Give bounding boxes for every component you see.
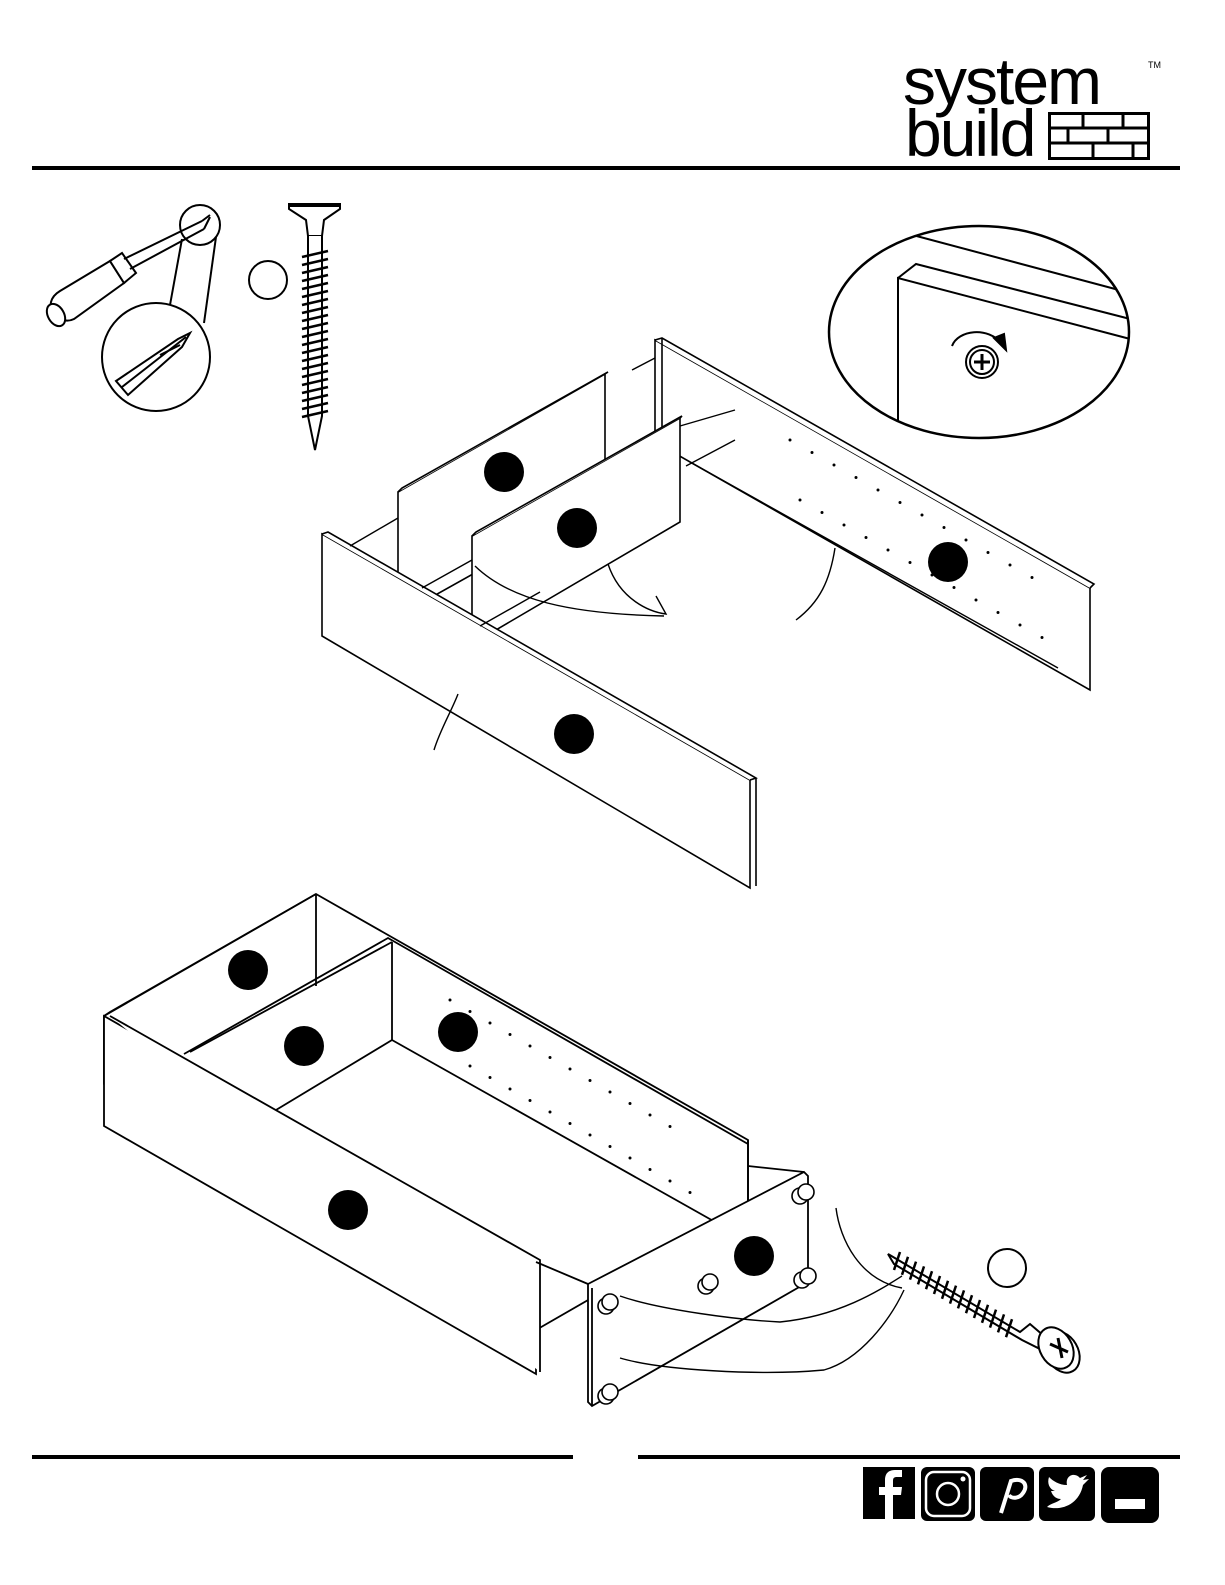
instagram-icon[interactable] [921,1467,975,1521]
footer-rule-left [32,1455,573,1459]
shelf-hole [609,1091,612,1094]
shelf-hole [921,514,924,517]
shelf-hole [789,439,792,442]
shelf-hole [449,999,452,1002]
shelf-hole [865,536,868,539]
part-label-C2 [438,1012,478,1052]
shelf-hole [877,489,880,492]
exploded-drawer-assembly [310,330,1110,890]
header-rule [32,166,1180,170]
shelf-hole [589,1134,592,1137]
part-label-C [928,542,968,582]
footer-rule-right [638,1455,1180,1459]
shelf-hole [549,1056,552,1059]
shelf-hole [529,1099,532,1102]
shelf-hole [909,561,912,564]
shelf-hole [943,526,946,529]
shelf-hole [965,539,968,542]
part-label-circle-2 [988,1249,1026,1287]
shelf-hole [549,1111,552,1114]
shelf-hole [821,511,824,514]
shelf-hole [997,611,1000,614]
part-label-D [554,714,594,754]
facebook-icon[interactable] [863,1467,915,1519]
part-label-D2 [328,1190,368,1230]
shelf-hole [855,476,858,479]
shelf-hole [987,551,990,554]
part-label-B [557,508,597,548]
shelf-hole [489,1022,492,1025]
brick-logo-icon [1048,112,1150,160]
shelf-hole [1041,636,1044,639]
brand-logo-line2: build [905,100,1034,166]
shelf-hole [811,451,814,454]
part-label-B2 [284,1026,324,1066]
shelf-hole [629,1157,632,1160]
shelf-hole [649,1114,652,1117]
part-label-A [484,452,524,492]
screw-detail-icon [880,1240,1090,1380]
shelf-hole [649,1168,652,1171]
twitter-icon[interactable] [1039,1467,1095,1521]
shelf-hole [669,1180,672,1183]
shelf-hole [899,501,902,504]
shelf-hole [953,586,956,589]
shelf-hole [469,1065,472,1068]
youtube-icon[interactable] [1101,1467,1159,1523]
shelf-hole [1031,576,1034,579]
shelf-hole [799,499,802,502]
shelf-hole [509,1088,512,1091]
shelf-hole [569,1068,572,1071]
shelf-hole [887,549,890,552]
shelf-hole [1019,624,1022,627]
social-links [861,1465,1161,1525]
shelf-hole [609,1145,612,1148]
shelf-hole [589,1079,592,1082]
shelf-hole [489,1076,492,1079]
shelf-hole [469,1010,472,1013]
shelf-hole [975,599,978,602]
shelf-hole [689,1191,692,1194]
part-label-A2 [228,950,268,990]
part-label-circle-1 [249,261,287,299]
shelf-hole [833,464,836,467]
part-label-E2 [734,1236,774,1276]
shelf-hole [1009,564,1012,567]
shelf-hole [509,1033,512,1036]
back-panel [655,340,1090,690]
shelf-hole [529,1045,532,1048]
shelf-hole [843,524,846,527]
pinterest-icon[interactable] [980,1467,1034,1521]
shelf-hole [669,1125,672,1128]
shelf-hole [569,1122,572,1125]
shelf-hole [629,1102,632,1105]
brand-trademark: TM [1148,60,1161,70]
screwdriver-icon [40,195,230,420]
shelf-hole [931,574,934,577]
